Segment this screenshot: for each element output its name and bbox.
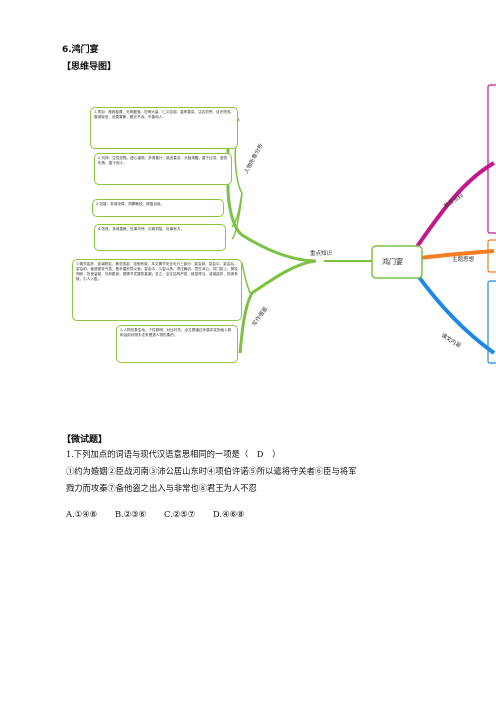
question-stem-prefix: 1.下列加点的词语与现代汉语意思相同的一项是（ xyxy=(66,449,249,459)
box-fanzeng: 3.范增：老谋深算、洞察敏锐、刚愎自用。 xyxy=(92,199,224,217)
center-node-label: 鸿门宴 xyxy=(382,258,403,266)
branch-line-content xyxy=(414,271,496,355)
branch-line-theme xyxy=(419,249,495,260)
branch-line-writing xyxy=(238,259,317,354)
practice-heading: 【微试题】 xyxy=(62,435,108,445)
mind-map-connectors xyxy=(226,84,496,364)
option-b[interactable]: B.②③⑥ xyxy=(114,509,147,519)
branch-label-theme: 主题思想 xyxy=(452,257,475,263)
mind-map: 重点知识 鸿门宴 人物形象分析 写作借鉴 背景资料 主题思想 课文内容 1.项羽… xyxy=(64,83,496,366)
box-plot: 1.情节曲折，波澜跌宕，悬念迭起，张驰有致。本文情节安全可分三部分：宴会前、宴会… xyxy=(72,259,242,321)
question-options: A.①④⑧ B.②③⑥ C.②⑤⑦ D.④⑥⑧ xyxy=(66,508,244,520)
center-node-box xyxy=(371,245,423,279)
option-d[interactable]: D.④⑥⑧ xyxy=(213,509,245,519)
option-a[interactable]: A.①④⑧ xyxy=(66,509,97,519)
question-line-2: 戮力而攻秦⑦备他盗之出入与非常也⑧君王为人不忍 xyxy=(66,483,257,493)
document-title: 6.鸿门宴 xyxy=(62,45,99,55)
question-answer: D xyxy=(256,449,264,459)
question-line-1: ①约为婚姻②臣战河南③沛公居山东时④项伯许诺⑤所以遣将守关者⑥臣与将军 xyxy=(66,466,357,476)
box-liubang: 2.刘邦：生性狡黠、虚心谨慎、多谋善计、能言善变、头脑清醒、善于应变、虚张形势、… xyxy=(94,153,232,185)
question-stem: 1.下列加点的词语与现代汉语意思相同的一项是（ D ） xyxy=(66,448,280,460)
branch-line-background xyxy=(414,161,495,250)
box-character-portrayal: 2.人物形象生动，个性鲜明，对比衬托。全文是通过矛盾冲突刻画人物和运用对照手法来… xyxy=(116,325,238,363)
option-c[interactable]: C.②⑤⑦ xyxy=(164,509,196,519)
box-zhangliang: 4.张良：多谋善断、处事不惊、沉稳机智、处事有方。 xyxy=(94,224,226,251)
mindmap-heading: 【思维导图】 xyxy=(62,62,117,72)
question-stem-suffix: ） xyxy=(272,449,281,459)
box-xiangyu: 1.项羽：唯我独尊、光明磊落、坦荡大量、仁义自诩、直率善讲、沽名钓誉、目光短浅、… xyxy=(90,107,238,149)
hub-label: 重点知识 xyxy=(310,251,333,257)
